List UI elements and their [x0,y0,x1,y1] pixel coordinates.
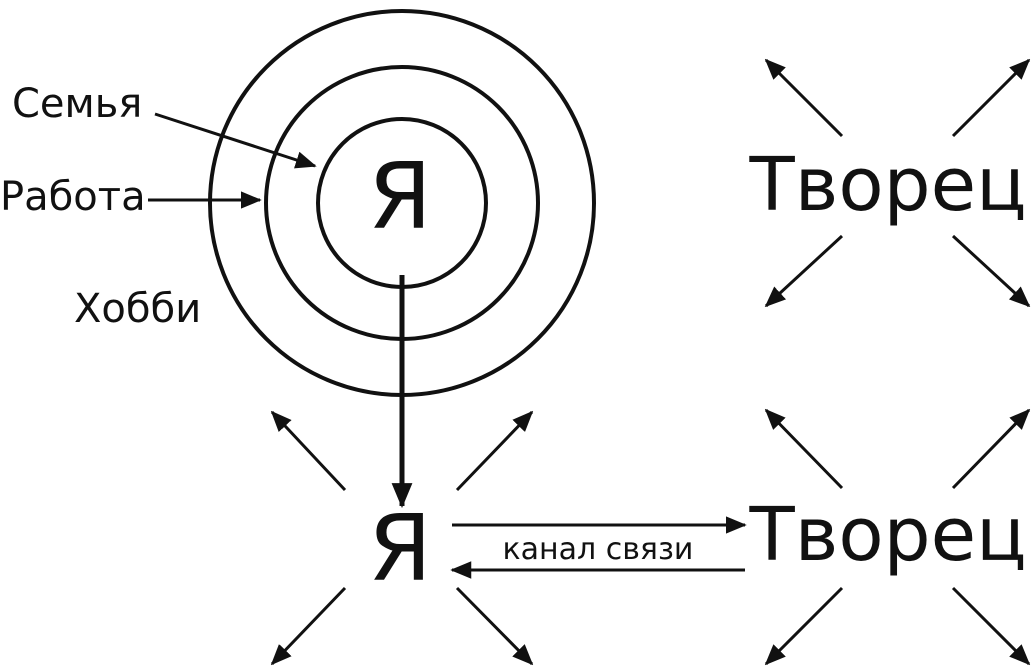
self-bottom-label: Я [368,495,432,602]
family-label: Семья [12,81,142,127]
work-label: Работа [0,174,146,220]
creator-bottom-label: Творец [749,492,1027,578]
arrow-up-left [270,410,347,492]
arrow-up-left [764,408,844,490]
creator-top-label: Творец [749,142,1027,228]
arrow-up-right [951,58,1031,138]
communication-channel: канал связи [450,516,747,579]
family-pointer-arrow [154,112,317,169]
creator-bottom-radiating-arrows [764,408,1031,666]
hobby-label: Хобби [74,286,201,332]
arrow-up-right [951,408,1031,490]
arrow-down-right [951,586,1031,666]
arrow-down-left [270,586,347,666]
arrow-up-left [764,58,844,138]
arrow-down-left [764,234,844,308]
channel-label: канал связи [503,532,694,567]
arrow-down-left [764,586,844,666]
arrow-down-right [951,234,1031,308]
arrow-down-right [455,586,534,666]
self-bottom-radiating-arrows [270,410,534,666]
arrow-up-right [455,410,534,492]
creator-top-radiating-arrows [764,58,1031,308]
center-self-label: Я [368,143,432,250]
